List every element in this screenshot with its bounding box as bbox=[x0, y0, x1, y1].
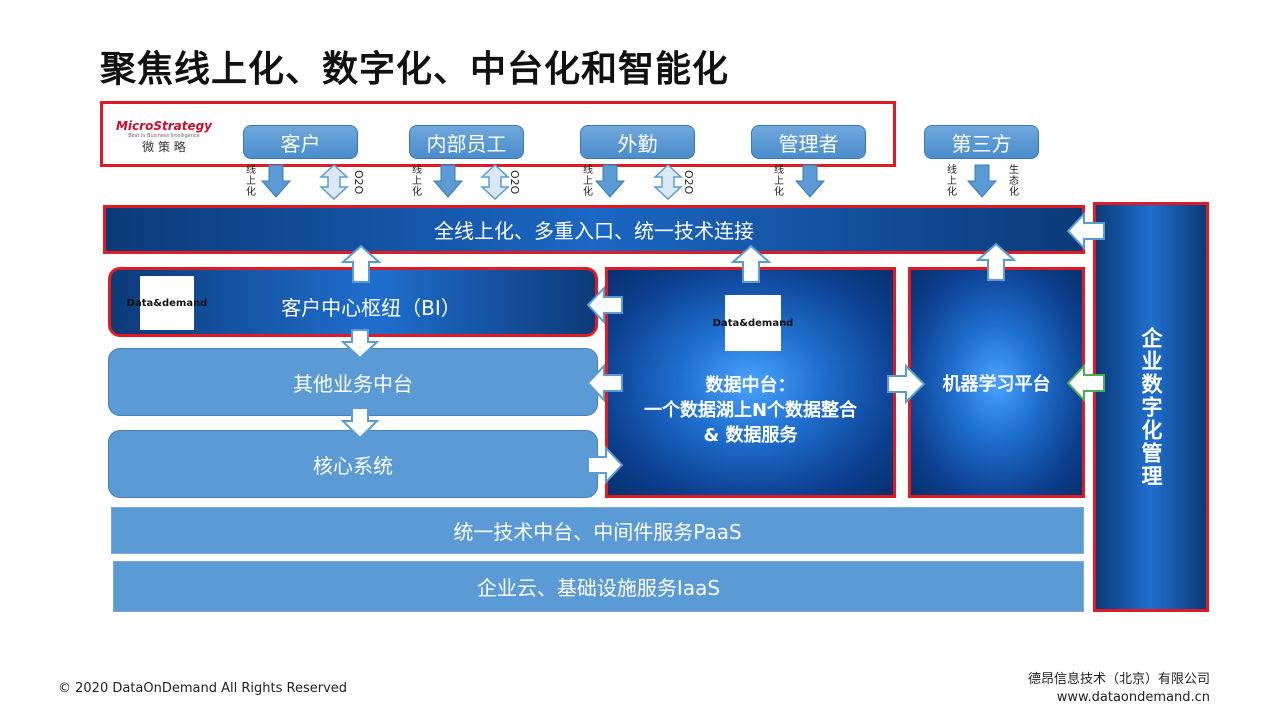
ml-platform: 机器学习平台 bbox=[908, 267, 1085, 498]
user-pill-third-party[interactable]: 第三方 bbox=[924, 125, 1039, 159]
company-website[interactable]: www.dataondemand.cn bbox=[1056, 690, 1210, 705]
data-platform-line2: 一个数据湖上N个数据整合 bbox=[643, 400, 858, 421]
company-info: 德昂信息技术（北京）有限公司 www.dataondemand.cn bbox=[960, 671, 1210, 707]
enterprise-mgmt-label: 企业数字化管理 bbox=[1139, 326, 1163, 488]
label-online-4: 线上化 bbox=[774, 165, 784, 198]
customer-hub-label: 客户中心枢纽（BI） bbox=[281, 296, 461, 320]
arrow-up-hub-to-entry bbox=[340, 244, 382, 283]
arrow-down-field bbox=[594, 164, 626, 198]
microstrategy-logo: MicroStrategy Best in Business Intellige… bbox=[112, 120, 216, 160]
arrow-left-mgmt-to-entry bbox=[1066, 211, 1105, 251]
user-pill-manager[interactable]: 管理者 bbox=[751, 125, 866, 159]
data-platform-title: 数据中台： bbox=[705, 375, 796, 396]
arrow-right-data-to-ml bbox=[887, 363, 926, 405]
arrow-left-data-to-other bbox=[586, 363, 623, 403]
user-pill-customer[interactable]: 客户 bbox=[243, 125, 358, 159]
arrow-down-employee bbox=[432, 164, 464, 198]
data-platform-text: 数据中台： 一个数据湖上N个数据整合 & 数据服务 bbox=[608, 373, 893, 448]
entry-layer: 全线上化、多重入口、统一技术连接 bbox=[103, 205, 1085, 254]
arrow-left-mgmt-to-ml bbox=[1066, 363, 1105, 403]
company-name: 德昂信息技术（北京）有限公司 bbox=[1027, 672, 1210, 687]
label-online-2: 线上化 bbox=[412, 165, 422, 198]
label-online-3: 线上化 bbox=[583, 165, 593, 198]
arrow-right-core-to-data bbox=[587, 445, 624, 485]
tech-paas-layer: 统一技术中台、中间件服务PaaS bbox=[111, 507, 1084, 554]
arrow-down-other-to-core bbox=[340, 407, 380, 440]
label-o2o-2: O2O bbox=[508, 170, 521, 195]
label-online-5: 线上化 bbox=[947, 165, 957, 198]
dod-logo-hub: Data&demand bbox=[127, 276, 207, 330]
data-platform-line3: & 数据服务 bbox=[703, 425, 798, 446]
arrow-down-manager bbox=[794, 164, 826, 198]
copyright: © 2020 DataOnDemand All Rights Reserved bbox=[58, 681, 348, 696]
label-o2o-1: O2O bbox=[352, 170, 365, 195]
page-title: 聚焦线上化、数字化、中台化和智能化 bbox=[100, 49, 730, 90]
arrow-down-third-party bbox=[966, 164, 998, 198]
microstrategy-tagline: Best in Business Intelligence bbox=[128, 133, 200, 139]
label-eco: 生态化 bbox=[1009, 165, 1019, 198]
arrow-down-hub-to-other bbox=[340, 329, 380, 360]
arrow-down-customer bbox=[260, 164, 292, 198]
arrow-left-data-to-hub bbox=[586, 285, 623, 325]
label-o2o-3: O2O bbox=[682, 170, 695, 195]
ml-platform-label: 机器学习平台 bbox=[942, 373, 1051, 395]
arrow-o2o-2 bbox=[480, 163, 510, 201]
core-system: 核心系统 bbox=[108, 430, 598, 498]
user-pill-employee[interactable]: 内部员工 bbox=[409, 125, 524, 159]
arrow-o2o-3 bbox=[653, 163, 683, 201]
data-platform: Data&demand 数据中台： 一个数据湖上N个数据整合 & 数据服务 bbox=[605, 267, 896, 498]
other-business-platform: 其他业务中台 bbox=[108, 348, 598, 416]
microstrategy-users-frame bbox=[100, 101, 896, 167]
user-pill-field[interactable]: 外勤 bbox=[580, 125, 695, 159]
arrow-o2o-1 bbox=[319, 163, 349, 201]
label-online-1: 线上化 bbox=[246, 165, 256, 198]
microstrategy-wordmark: MicroStrategy bbox=[115, 119, 212, 133]
cloud-iaas-layer: 企业云、基础设施服务IaaS bbox=[113, 561, 1084, 612]
arrow-up-ml-to-entry bbox=[975, 242, 1017, 281]
microstrategy-cn: 微 策 略 bbox=[142, 140, 186, 154]
arrow-up-data-to-entry bbox=[730, 244, 772, 283]
enterprise-mgmt-panel: 企业数字化管理 bbox=[1093, 202, 1209, 612]
dod-logo-data: Data&demand bbox=[713, 295, 793, 351]
